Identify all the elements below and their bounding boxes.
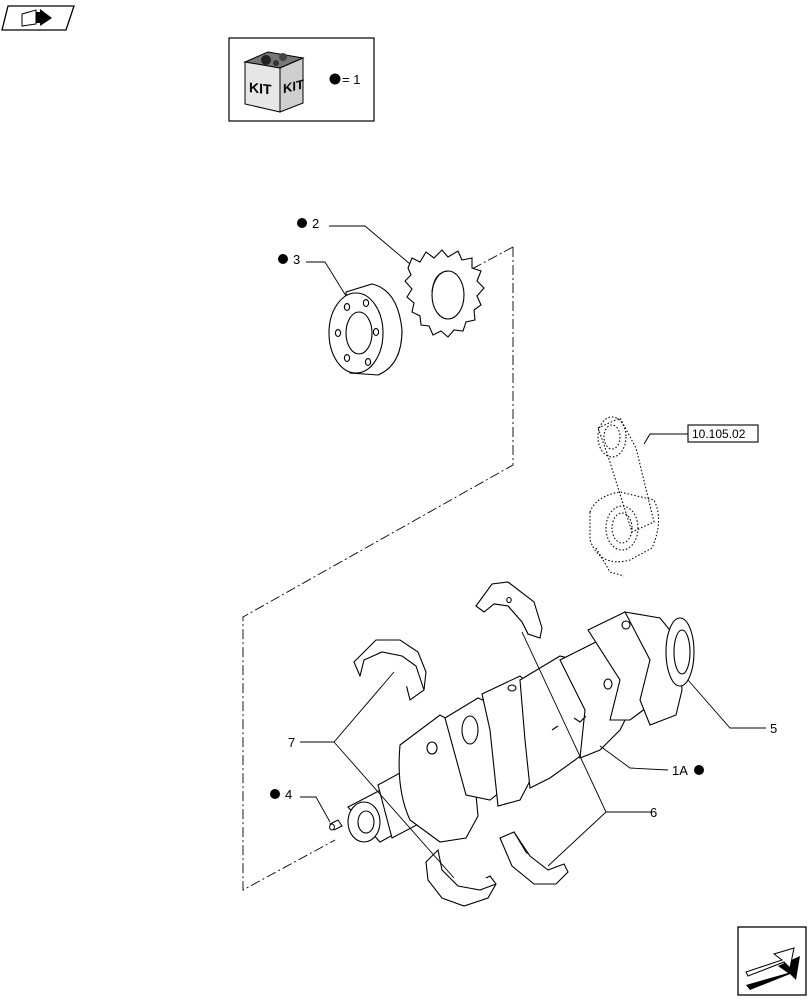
dowel-pin [329,819,343,831]
assembly-boundary [242,246,514,891]
callout-label-2: 2 [312,216,319,231]
next-page-arrow-icon[interactable] [737,926,807,996]
callout-label-3: 3 [293,252,300,267]
kit-label-left: KIT [249,79,272,97]
kit-box-icon: KIT KIT [243,51,305,113]
kit-bullet-icon [270,789,280,799]
thrust-bearing-upper [353,639,427,701]
reference-box[interactable] [687,424,759,443]
callout-label-6: 6 [650,805,657,820]
callout-5[interactable]: 5 [770,721,777,736]
leader-lines [300,225,766,879]
callout-7[interactable]: 7 [288,735,295,750]
callout-2[interactable]: 2 [297,216,319,231]
spacer-ring [328,283,403,376]
callout-4[interactable]: 4 [270,787,292,802]
main-bearing-upper [475,581,543,639]
reference-label[interactable]: 10.105.02 [692,427,746,441]
kit-bullet-icon [694,765,704,775]
callout-1A[interactable]: 1A [672,763,704,778]
connecting-rod-reference [589,416,660,577]
thrust-bearing-lower [425,849,497,907]
callout-label-4: 4 [285,787,292,802]
kit-box: KIT KIT = 1 [228,37,375,122]
main-bearing-lower [499,831,569,885]
callout-3[interactable]: 3 [278,252,300,267]
callout-label-5: 5 [770,721,777,736]
kit-bullet-icon [297,218,307,228]
crank-gear [404,249,485,338]
crankshaft [347,611,695,843]
kit-legend: = 1 [342,72,360,87]
callout-label-1A: 1A [672,763,688,778]
book-arrow-icon[interactable] [1,5,75,31]
kit-label-right: KIT [283,76,304,96]
callout-label-7: 7 [288,735,295,750]
kit-bullet-icon [278,254,288,264]
callout-6[interactable]: 6 [650,805,657,820]
kit-bullet-icon [329,73,341,85]
connecting-rod-ref-leader: 10.105.02 [643,424,759,445]
